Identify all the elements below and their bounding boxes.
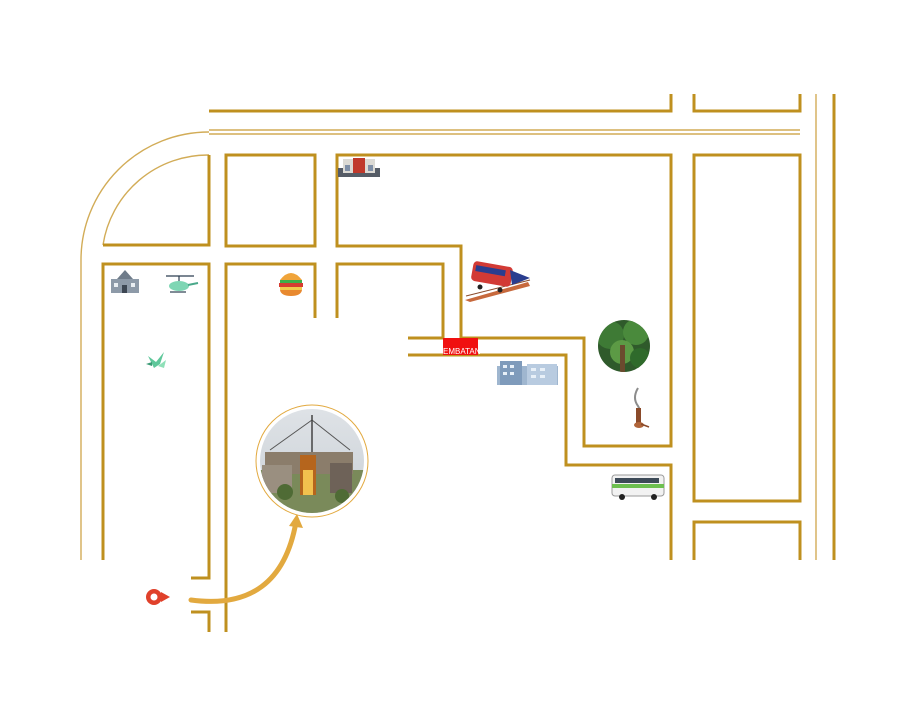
block-right-bottom — [692, 520, 802, 560]
road-network — [80, 94, 836, 632]
building-shop-icon[interactable] — [338, 158, 380, 177]
bridge-marker — [443, 338, 478, 355]
forest-icon[interactable] — [596, 319, 650, 373]
bird-icon[interactable] — [146, 352, 166, 368]
train-icon[interactable] — [465, 261, 531, 302]
hookah-icon[interactable] — [634, 387, 650, 428]
block-top-left — [103, 155, 211, 247]
road-curve-outer — [80, 131, 210, 560]
school-building-icon[interactable] — [111, 270, 139, 293]
bridge-label: EMBATAN — [443, 347, 481, 356]
route-arrow — [188, 514, 303, 604]
block-big-top — [335, 153, 673, 448]
block-mid-top — [224, 153, 317, 248]
road-mid-left — [224, 262, 317, 632]
road-curve-inner — [102, 154, 210, 246]
road-mid-stub — [335, 262, 445, 338]
bus-icon[interactable] — [611, 474, 665, 500]
road-top-upper — [209, 94, 673, 113]
destination-photo[interactable] — [255, 404, 369, 520]
location-pin-icon[interactable] — [146, 589, 170, 605]
burger-icon[interactable] — [279, 273, 303, 296]
block-right-tall — [692, 153, 802, 503]
bridge[interactable]: EMBATAN — [443, 338, 481, 356]
road-left-bottom — [191, 610, 211, 632]
helicopter-icon[interactable] — [166, 275, 199, 293]
block-left-column — [101, 262, 211, 580]
office-building-icon[interactable] — [497, 361, 558, 385]
road-bridge-lower — [408, 353, 673, 560]
road-top-right-upper — [692, 94, 802, 113]
